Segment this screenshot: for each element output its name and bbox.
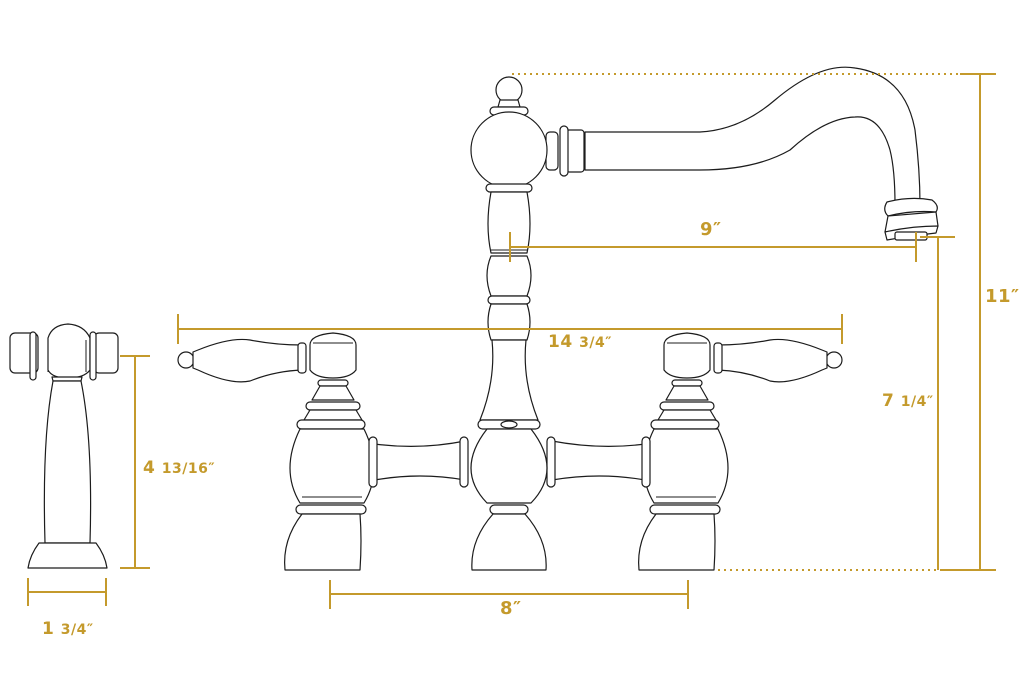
spout-reach-value: 9″ xyxy=(700,219,722,240)
center-spacing-label: 8″ xyxy=(500,598,522,619)
spray-base-width-whole: 1 xyxy=(42,619,55,639)
bridge xyxy=(368,436,651,488)
left-valve xyxy=(177,332,375,571)
center-column xyxy=(470,66,939,571)
spout-height-label: 7 1/4″ xyxy=(882,391,934,411)
spray-height-whole: 4 xyxy=(143,458,156,478)
total-height-label: 11″ xyxy=(985,286,1020,307)
overall-width-fraction: 3/4″ xyxy=(579,335,612,351)
spray-height-fraction: 13/16″ xyxy=(161,461,216,477)
spout-height-fraction: 1/4″ xyxy=(900,394,934,410)
spout-reach-label: 9″ xyxy=(700,219,722,240)
center-spacing-value: 8″ xyxy=(500,598,522,619)
dimension-lines xyxy=(27,73,996,609)
overall-width-whole: 14 xyxy=(548,332,573,352)
spray-base-width-label: 1 3/4″ xyxy=(42,619,94,639)
side-spray xyxy=(9,323,119,569)
overall-width-label: 14 3/4″ xyxy=(548,332,612,352)
spray-height-label: 4 13/16″ xyxy=(143,458,215,478)
spray-base-width-fraction: 3/4″ xyxy=(60,622,94,638)
spout-height-whole: 7 xyxy=(882,391,895,411)
total-height-value: 11″ xyxy=(985,286,1020,307)
right-valve xyxy=(638,332,843,571)
